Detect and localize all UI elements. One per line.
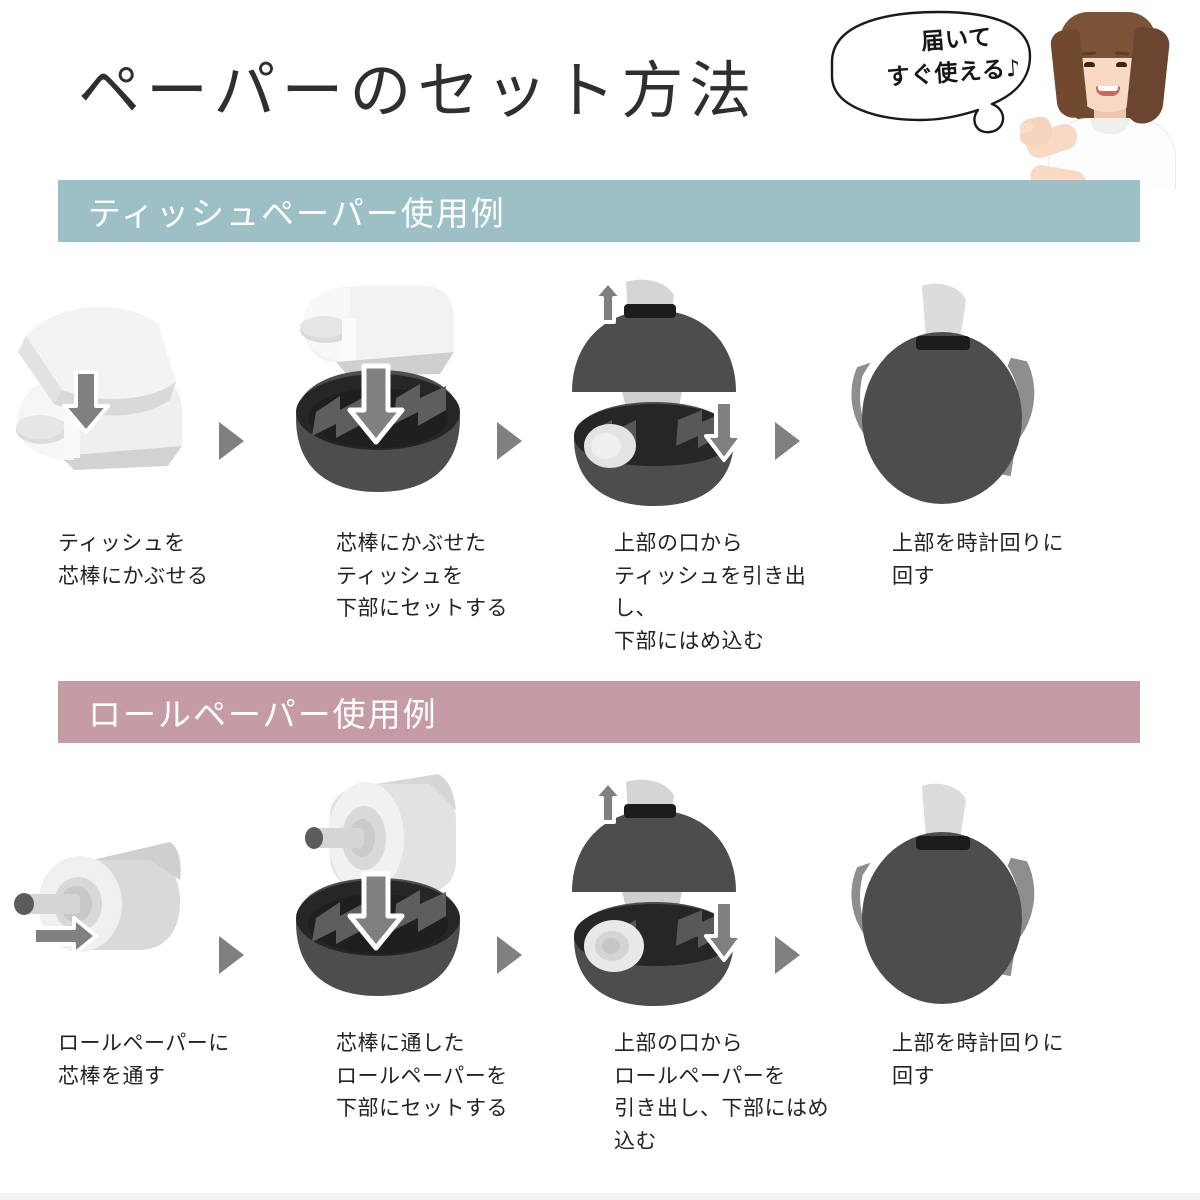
model-eye-right xyxy=(1116,62,1127,67)
hero-area: 届いて すぐ使える♪ xyxy=(820,0,1200,190)
step-arrow-separator-icon xyxy=(775,422,800,460)
rotate-clockwise-icon xyxy=(834,270,1112,510)
model-eye-left xyxy=(1084,62,1095,67)
rotate-clockwise-icon xyxy=(834,770,1112,1010)
step-roll-4: 上部を時計回りに 回す xyxy=(834,770,1112,1158)
step-row-tissue: ティッシュを 芯棒にかぶせる 芯棒にかぶせた xyxy=(0,270,1200,658)
model-mouth xyxy=(1096,86,1120,96)
step-tissue-4: 上部を時計回りに 回す xyxy=(834,270,1112,658)
bubble-line-1: 届いて xyxy=(920,24,994,56)
step-arrow-separator-icon xyxy=(775,936,800,974)
step-row-roll: ロールペーパーに 芯棒を通す xyxy=(0,770,1200,1158)
section-header-tissue-label: ティッシュペーパー使用例 xyxy=(88,195,506,232)
speech-bubble-icon xyxy=(830,10,1032,134)
section-header-roll: ロールペーパー使用例 xyxy=(58,681,1140,743)
step-tissue-1: ティッシュを 芯棒にかぶせる xyxy=(0,270,278,658)
step-caption: 上部の口から ティッシュを引き出し、 下部にはめ込む xyxy=(614,532,807,653)
step-arrow-separator-icon xyxy=(219,936,244,974)
step-roll-2: 芯棒に通した ロールペーパーを 下部にセットする xyxy=(278,770,556,1158)
model-collar xyxy=(1090,118,1130,134)
step-arrow-separator-icon xyxy=(219,422,244,460)
pull-through-top-icon xyxy=(556,770,834,1010)
section-header-tissue: ティッシュペーパー使用例 xyxy=(58,180,1140,242)
step-caption: 芯棒にかぶせた ティッシュを 下部にセットする xyxy=(336,532,508,621)
step-caption: 上部を時計回りに 回す xyxy=(892,1032,1064,1088)
step-arrow-separator-icon xyxy=(497,422,522,460)
step-roll-1: ロールペーパーに 芯棒を通す xyxy=(0,770,278,1158)
step-caption: ロールペーパーに 芯棒を通す xyxy=(58,1032,230,1088)
step-roll-3: 上部の口から ロールペーパーを 引き出し、下部にはめ込む xyxy=(556,770,834,1158)
section-header-roll-label: ロールペーパー使用例 xyxy=(88,696,438,733)
bottom-divider xyxy=(0,1193,1200,1200)
step-caption: ティッシュを 芯棒にかぶせる xyxy=(58,532,209,588)
tissue-over-core-icon xyxy=(0,270,278,510)
step-tissue-3: 上部の口から ティッシュを引き出し、 下部にはめ込む xyxy=(556,270,834,658)
model-photo xyxy=(1020,0,1200,190)
step-arrow-separator-icon xyxy=(497,936,522,974)
page-title: ペーパーのセット方法 xyxy=(78,58,758,126)
pull-through-top-icon xyxy=(556,270,834,510)
roll-into-base-icon xyxy=(278,770,556,1010)
step-caption: 上部を時計回りに 回す xyxy=(892,532,1064,588)
tissue-into-base-icon xyxy=(278,270,556,510)
step-caption: 芯棒に通した ロールペーパーを 下部にセットする xyxy=(336,1032,508,1121)
core-through-roll-icon xyxy=(0,770,278,1010)
step-tissue-2: 芯棒にかぶせた ティッシュを 下部にセットする xyxy=(278,270,556,658)
step-caption: 上部の口から ロールペーパーを 引き出し、下部にはめ込む xyxy=(614,1032,829,1153)
